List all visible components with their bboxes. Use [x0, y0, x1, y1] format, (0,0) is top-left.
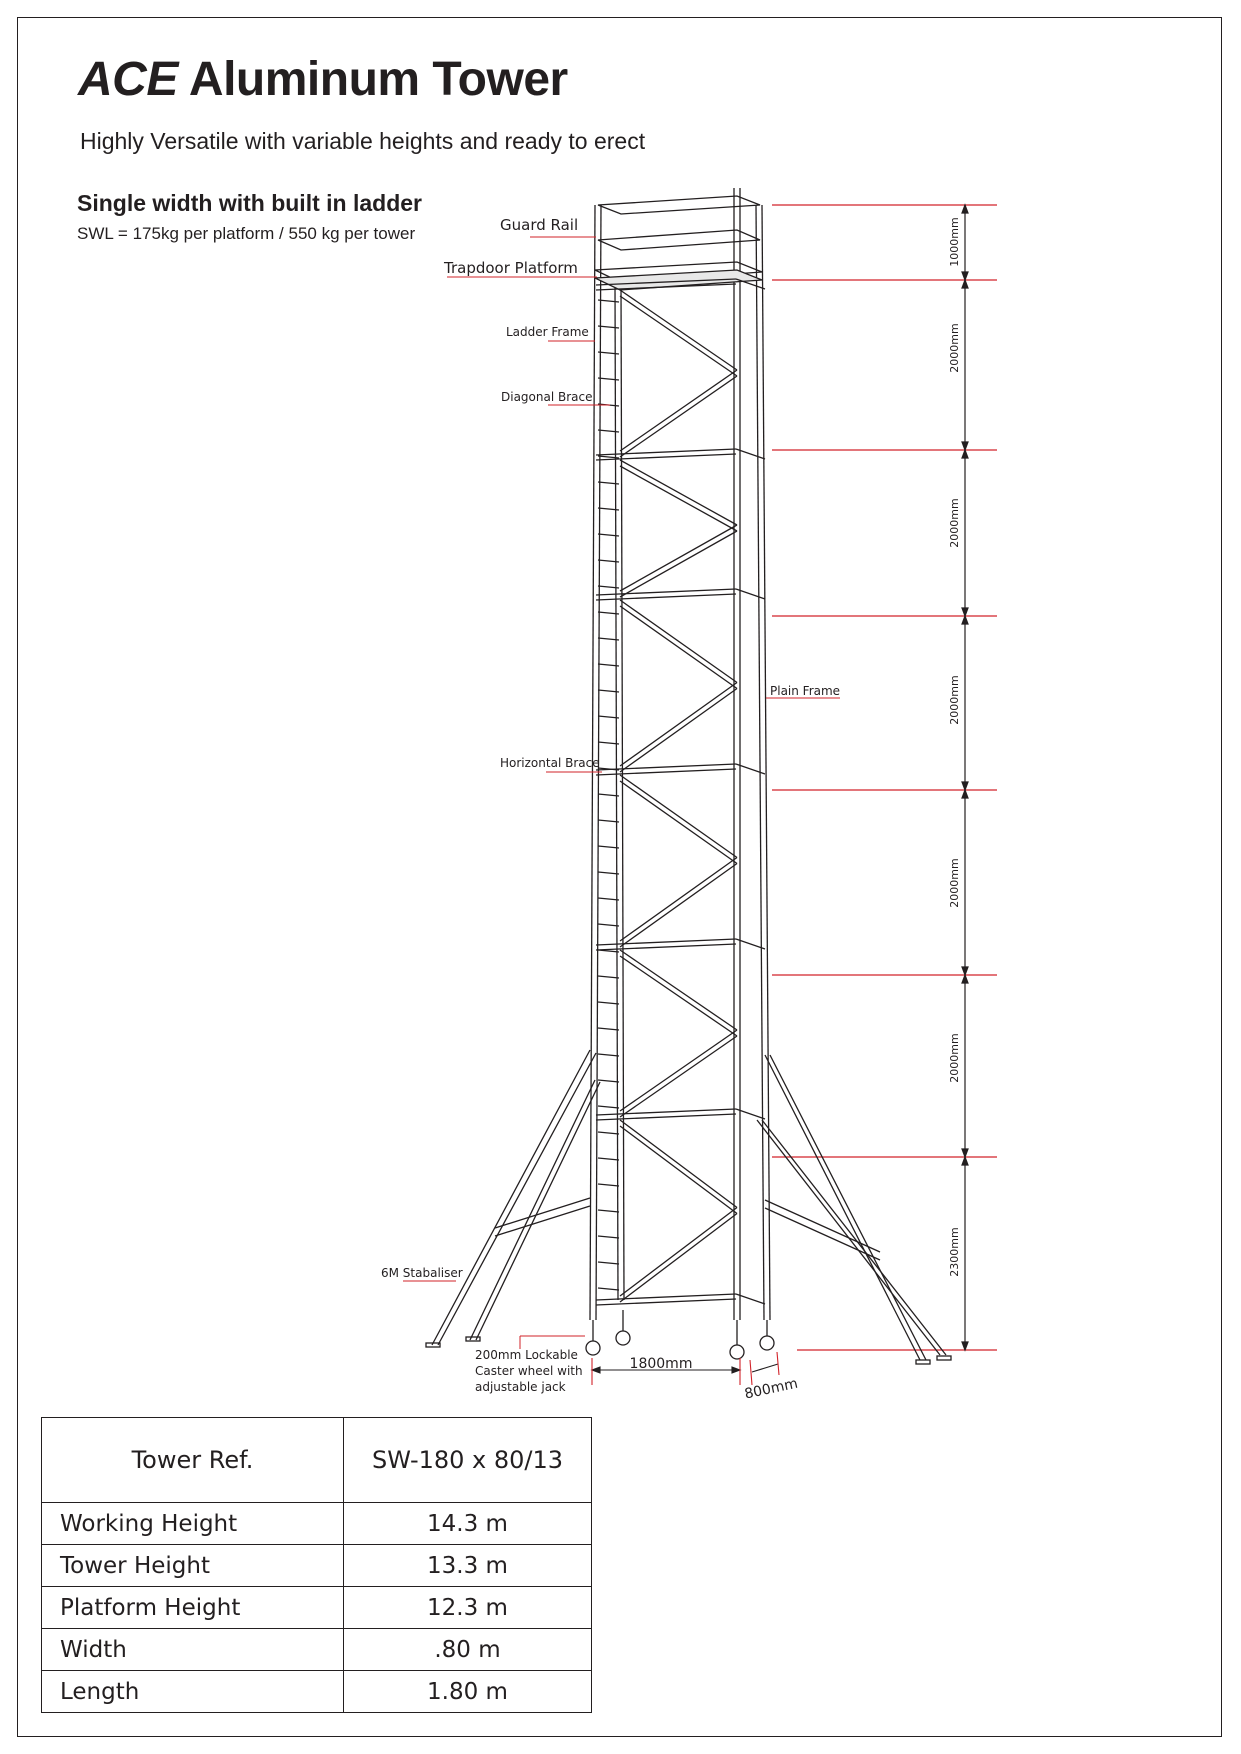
row-label: Tower Height [41, 1544, 344, 1587]
dim-label-3: 2000mm [948, 498, 961, 547]
callout-caster-line-2: Caster wheel with [475, 1364, 583, 1378]
callout-plain-frame: Plain Frame [770, 684, 840, 698]
row-label: Length [41, 1670, 344, 1713]
callout-leaders [403, 236, 840, 1349]
callout-trapdoor-platform: Trapdoor Platform [443, 259, 578, 277]
dim-label-4: 2000mm [948, 675, 961, 724]
table-row: Tower Height 13.3 m [41, 1544, 592, 1587]
table-header-row: Tower Ref. SW-180 x 80/13 [41, 1417, 592, 1503]
page-border [17, 17, 1222, 1737]
table-header-key: Tower Ref. [41, 1417, 344, 1503]
dim-label-1: 1000mm [948, 217, 961, 266]
subtitle: Highly Versatile with variable heights a… [80, 128, 646, 154]
page-title: ACE Aluminum Tower [78, 52, 568, 107]
callout-diagonal-brace: Diagonal Brace [501, 390, 593, 404]
ladder-rungs [597, 299, 620, 1291]
table-header-value: SW-180 x 80/13 [343, 1417, 592, 1503]
dim-label-7: 2300mm [948, 1227, 961, 1276]
callout-caster-line-1: 200mm Lockable [475, 1348, 578, 1362]
callout-stabaliser: 6M Stabaliser [381, 1266, 463, 1280]
title-text: Aluminum Tower [188, 53, 568, 106]
callout-guard-rail: Guard Rail [500, 216, 578, 234]
tower-structure [425, 188, 952, 1365]
table-row: Length 1.80 m [41, 1670, 592, 1713]
safe-working-load: SWL = 175kg per platform / 550 kg per to… [77, 224, 416, 243]
configuration-heading: Single width with built in ladder [77, 190, 422, 216]
brand-name: ACE [78, 53, 178, 106]
height-dimension-lines [772, 204, 997, 1351]
table-row: Platform Height 12.3 m [41, 1586, 592, 1629]
table-row: Working Height 14.3 m [41, 1502, 592, 1545]
row-label: Working Height [41, 1502, 344, 1545]
callout-caster-line-3: adjustable jack [475, 1380, 566, 1394]
height-dimension-axis [961, 203, 969, 1352]
row-value: 14.3 m [343, 1502, 592, 1545]
row-label: Platform Height [41, 1586, 344, 1629]
row-value: 1.80 m [343, 1670, 592, 1713]
specifications-table: Tower Ref. SW-180 x 80/13 Working Height… [41, 1417, 592, 1713]
dim-label-2: 2000mm [948, 323, 961, 372]
row-label: Width [41, 1628, 344, 1671]
row-value: .80 m [343, 1628, 592, 1671]
length-dimension: 1800mm [630, 1356, 693, 1372]
dim-label-6: 2000mm [948, 1033, 961, 1082]
callout-ladder-frame: Ladder Frame [506, 325, 589, 339]
dim-label-5: 2000mm [948, 858, 961, 907]
callout-horizontal-brace: Horizontal Brace [500, 756, 600, 770]
table-row: Width .80 m [41, 1628, 592, 1671]
row-value: 12.3 m [343, 1586, 592, 1629]
row-value: 13.3 m [343, 1544, 592, 1587]
frame-levels [595, 278, 766, 1306]
base-dimensions [590, 1351, 780, 1386]
